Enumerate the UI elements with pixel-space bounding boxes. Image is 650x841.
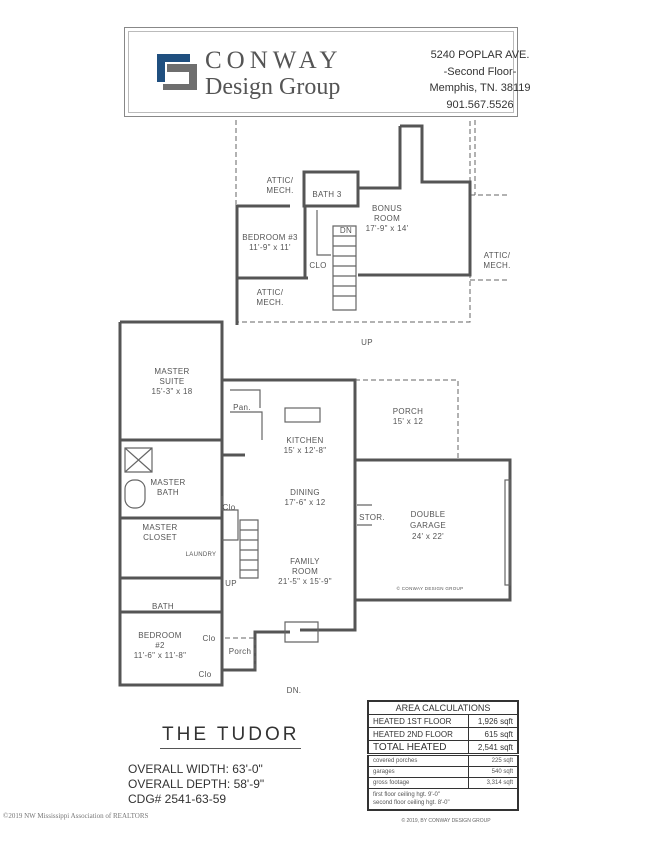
- storage-label: STOR.: [359, 513, 385, 522]
- row-label: TOTAL HEATED: [367, 740, 469, 755]
- table-copyright: © 2019, BY CONWAY DESIGN GROUP: [401, 818, 491, 824]
- row-value: 615 sqft: [467, 727, 519, 741]
- address-line: 5240 POPLAR AVE.: [430, 49, 530, 61]
- row-label: covered porches: [367, 754, 469, 767]
- clo-label: CLO: [309, 261, 326, 270]
- attic-mech-label: ATTIC/MECH.: [266, 176, 293, 195]
- clo-label: Clo: [223, 503, 236, 512]
- address-line: Memphis, TN. 38119: [429, 82, 531, 94]
- title-block: [124, 27, 518, 117]
- attic-mech-label: ATTIC/MECH.: [483, 251, 510, 270]
- row-label: garages: [367, 766, 469, 778]
- table-title: AREA CALCULATIONS: [367, 700, 519, 715]
- row-label: HEATED 1ST FLOOR: [367, 714, 469, 728]
- ceiling-heights: first floor ceiling hgt. 9'-0" second flo…: [367, 788, 519, 811]
- watermark: ©2019 NW Mississippi Association of REAL…: [3, 812, 149, 820]
- ceiling-second: second floor ceiling hgt. 8'-0": [373, 800, 450, 806]
- second-floor-plan: [235, 120, 510, 325]
- row-value: 540 sqft: [467, 766, 519, 778]
- row-value: 3,314 sqft: [467, 777, 519, 789]
- dn-label: DN: [340, 226, 352, 235]
- attic-mech-label: ATTIC/MECH.: [256, 288, 283, 307]
- up-label: UP: [361, 338, 373, 347]
- bath-label: BATH: [152, 602, 174, 611]
- first-floor-plan: [118, 320, 512, 687]
- phone-number: 901.567.5526: [446, 98, 514, 111]
- brand-subtitle: Design Group: [205, 74, 341, 100]
- clo-label: Clo: [203, 634, 216, 643]
- dn-label: DN.: [287, 686, 302, 695]
- plan-copyright: © CONWAY DESIGN GROUP: [397, 585, 464, 591]
- row-value: 1,926 sqft: [467, 714, 519, 728]
- plan-name: THE TUDOR: [160, 724, 302, 749]
- address-line: -Second Floor-: [443, 65, 517, 78]
- overall-dimensions: OVERALL WIDTH: 63'-0" OVERALL DEPTH: 58'…: [128, 762, 264, 807]
- row-value: 225 sqft: [467, 754, 519, 767]
- laundry-label: LAUNDRY: [186, 552, 217, 558]
- ceiling-first: first floor ceiling hgt. 9'-0": [373, 792, 440, 798]
- row-label: HEATED 2ND FLOOR: [367, 727, 469, 741]
- up-label: UP: [225, 579, 237, 588]
- clo-label: Clo: [199, 670, 212, 679]
- pantry-label: Pan.: [233, 403, 251, 412]
- porch-small-label: Porch: [229, 647, 251, 656]
- bath3-label: BATH 3: [312, 190, 341, 199]
- row-value: 2,541 sqft: [467, 740, 519, 755]
- row-label: gross footage: [367, 777, 469, 789]
- conway-logo: [157, 54, 197, 90]
- address-block: 5240 POPLAR AVE. -Second Floor- Memphis,…: [380, 47, 580, 113]
- overall-width: OVERALL WIDTH: 63'-0": [128, 762, 263, 776]
- overall-depth: OVERALL DEPTH: 58'-9": [128, 777, 265, 791]
- brand-name: CONWAY: [205, 47, 343, 74]
- cdg-number: CDG# 2541-63-59: [128, 792, 227, 806]
